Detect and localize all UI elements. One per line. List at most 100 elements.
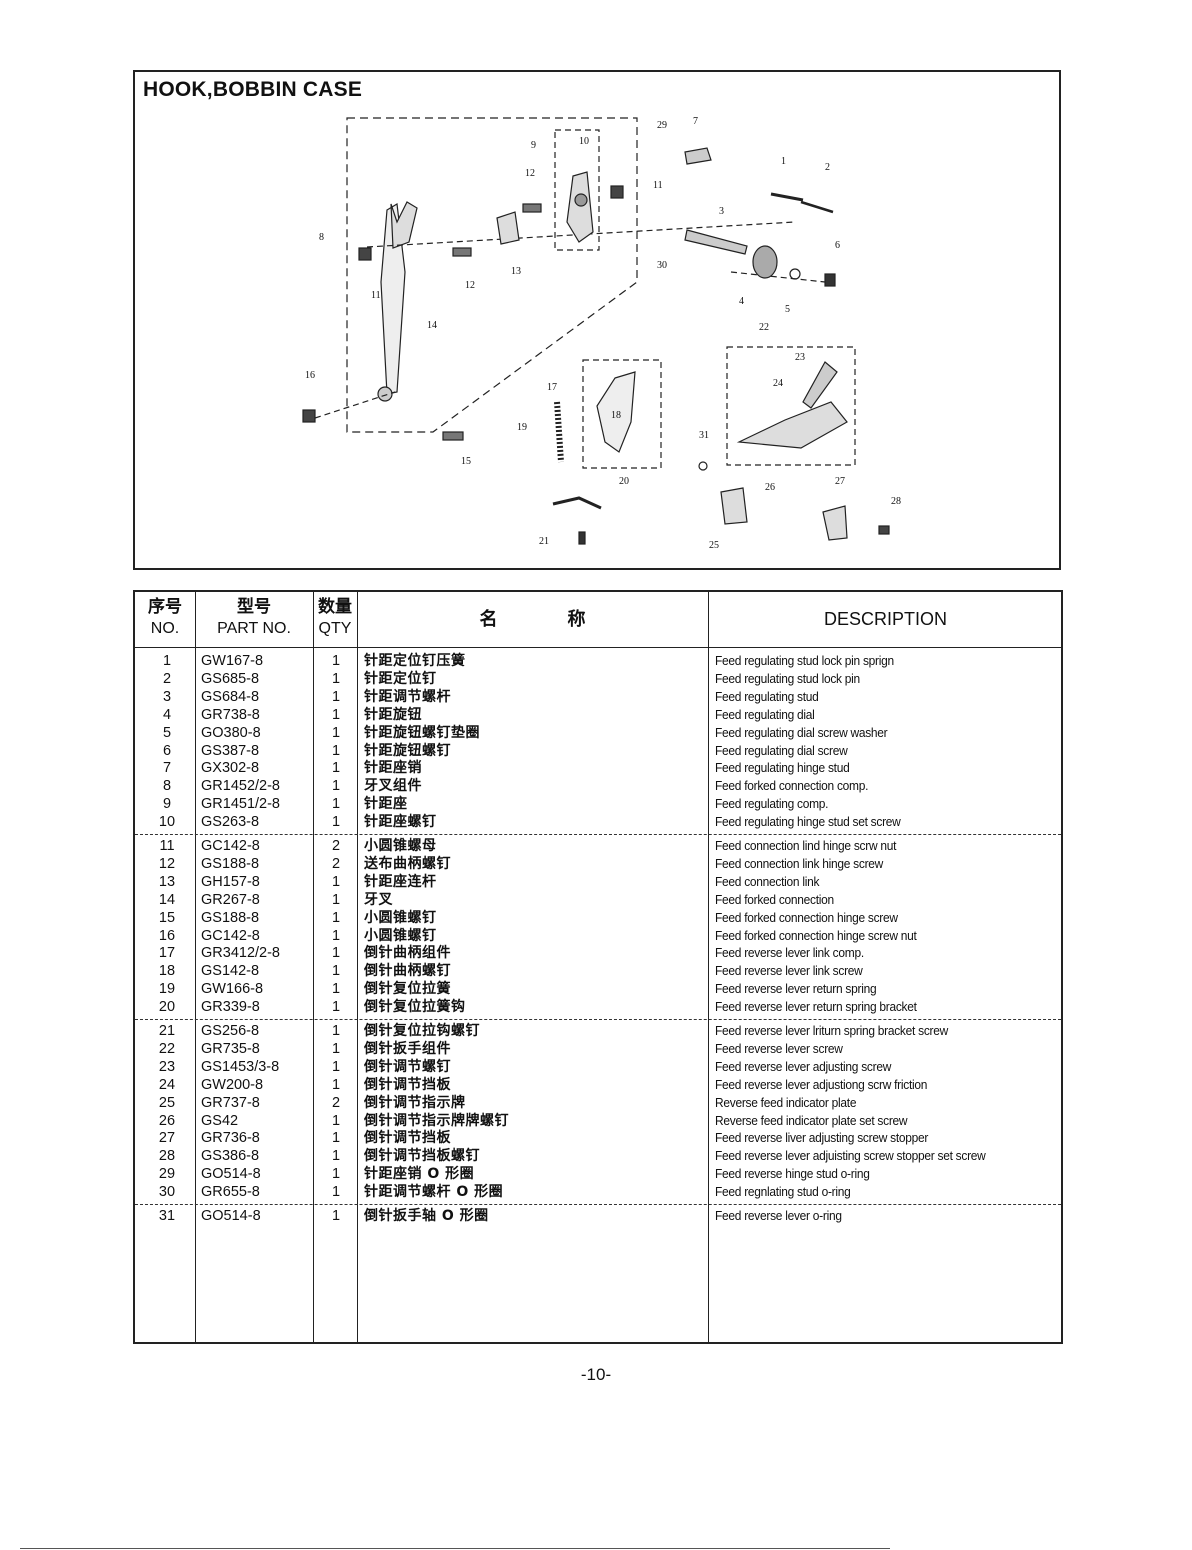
callout-number: 11 [371, 290, 381, 301]
part-number-index: 21 [158, 1023, 176, 1039]
part-code: GR3412/2-8 [201, 945, 280, 962]
callout-number: 22 [759, 322, 769, 333]
header-name-cn-1: 名 [479, 609, 498, 629]
callout-number: 12 [465, 280, 475, 291]
name-chinese: 倒针调节挡板 [364, 1076, 451, 1093]
callout-number: 10 [579, 136, 589, 147]
header-no: 序号 NO. [135, 596, 195, 640]
quantity: 1 [331, 873, 341, 890]
part-code: GS188-8 [201, 909, 260, 926]
callout-number: 28 [891, 496, 901, 507]
column-rule [195, 592, 196, 1342]
part-number-index: 31 [158, 1208, 176, 1224]
forked-lever-part [380, 203, 406, 395]
callout-number: 5 [785, 304, 790, 315]
part-code: GR1452/2-8 [201, 778, 280, 795]
header-name-cn-2: 称 [567, 609, 586, 629]
part-number-index: 8 [162, 778, 172, 795]
name-chinese: 倒针调节螺钉 [364, 1058, 451, 1075]
quantity: 1 [331, 1023, 341, 1039]
page-number: -10- [580, 1365, 612, 1384]
name-chinese: 倒针复位拉簧钩 [364, 999, 466, 1016]
description: Feed regulating dial screw washer [715, 724, 888, 740]
header-part-cn: 型号 [237, 597, 271, 616]
callout-number: 25 [709, 540, 719, 551]
part-code: GC142-8 [201, 838, 260, 854]
description: Feed regnlating stud o-ring [715, 1184, 851, 1200]
description: Feed connection lind hinge scrw nut [715, 838, 897, 853]
quantity: 1 [331, 1184, 341, 1201]
name-chinese: 倒针扳手轴 O 形圈 [364, 1208, 489, 1224]
part-code: GS256-8 [201, 1023, 260, 1039]
part-number-index: 14 [158, 891, 176, 908]
part-code: GC142-8 [201, 927, 260, 944]
reverse-lever-part [736, 401, 848, 449]
quantity: 1 [331, 1208, 341, 1224]
description: Feed regulating stud lock pin [715, 670, 860, 686]
quantity: 1 [331, 760, 341, 777]
quantity: 1 [331, 909, 341, 926]
name-chinese: 针距定位钉压簧 [364, 653, 466, 669]
header-qty: 数量 QTY [313, 596, 357, 640]
part-number-index: 22 [158, 1040, 176, 1057]
reverse-lever-link-part [596, 371, 636, 453]
callout-number: 13 [511, 266, 521, 277]
description: Feed reverse liver adjusting screw stopp… [715, 1130, 929, 1146]
description: Feed reverse lever o-ring [715, 1208, 842, 1223]
callout-number: 19 [517, 422, 527, 433]
part-code: GR735-8 [201, 1040, 260, 1057]
part-number-index: 2 [162, 670, 172, 687]
name-chinese: 针距旋钮螺钉垫圈 [364, 724, 480, 741]
name-chinese: 倒针复位拉簧 [364, 981, 451, 998]
description: Feed forked connection [715, 891, 834, 907]
part-number-index: 18 [158, 963, 176, 980]
part-code: GS42 [201, 1112, 239, 1129]
header-no-cn: 序号 [148, 597, 182, 616]
callout-number: 2 [825, 162, 830, 173]
header-name: 名 称 [357, 608, 708, 630]
header-description: DESCRIPTION [823, 609, 947, 629]
part-number-index: 10 [158, 814, 176, 831]
callout-number: 15 [461, 456, 471, 467]
part-number-index: 27 [158, 1130, 176, 1147]
callout-number: 18 [611, 410, 621, 421]
name-chinese: 倒针曲柄螺钉 [364, 963, 451, 980]
callout-number: 11 [653, 180, 663, 191]
description: Feed regulating stud lock pin sprign [715, 653, 894, 668]
description: Feed regulating dial screw [715, 742, 848, 758]
callout-number: 12 [525, 168, 535, 179]
quantity: 1 [331, 1166, 341, 1183]
quantity: 1 [331, 706, 341, 723]
part-number-index: 17 [158, 945, 176, 962]
header-part-en: PART NO. [217, 620, 291, 637]
part-number-index: 26 [158, 1112, 176, 1129]
group-divider [135, 834, 1061, 835]
header-rule [135, 647, 1061, 648]
part-code: GS684-8 [201, 688, 260, 705]
quantity: 1 [331, 891, 341, 908]
part-code: GW166-8 [201, 981, 264, 998]
callout-number: 8 [319, 232, 324, 243]
quantity: 1 [331, 814, 341, 831]
quantity: 2 [331, 1094, 341, 1111]
part-code: GR737-8 [201, 1094, 260, 1111]
name-chinese: 针距座销 [364, 760, 422, 777]
part-number-index: 1 [162, 653, 172, 669]
name-chinese: 牙叉组件 [364, 778, 422, 795]
callout-number: 6 [835, 240, 840, 251]
